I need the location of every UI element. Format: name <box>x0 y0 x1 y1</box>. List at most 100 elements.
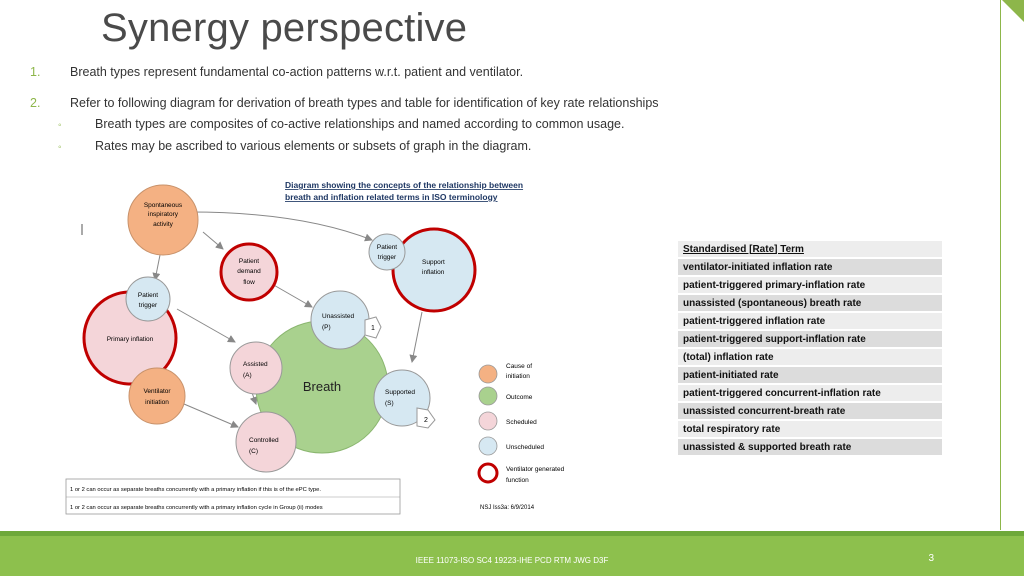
table-row: unassisted (spontaneous) breath rate <box>678 294 942 313</box>
table-row: patient-triggered support-inflation rate <box>678 330 942 349</box>
legend-scheduled-swatch <box>478 411 498 431</box>
table-cell: ventilator-initiated inflation rate <box>678 258 942 277</box>
legend-unscheduled-swatch <box>478 436 498 456</box>
support-inflation-label-2: inflation <box>422 269 445 276</box>
patient-demand-label-2: demand <box>237 268 261 275</box>
controlled-label-2: (C) <box>249 448 258 455</box>
patient-trigger-top-label-1: Patient <box>377 244 397 251</box>
arrow-vent-to-controlled <box>183 403 239 428</box>
table-row: patient-triggered inflation rate <box>678 312 942 331</box>
breath-concept-diagram: Diagram showing the concepts of the rela… <box>65 180 565 515</box>
callout-1-shape <box>364 316 382 339</box>
spontaneous-label-1: Spontaneous <box>144 202 183 209</box>
callout-1-label: 1 <box>371 325 375 332</box>
support-inflation-node <box>391 227 477 313</box>
diagram-legend: Cause of initiation Outcome Scheduled Un… <box>477 363 565 484</box>
footer-text: IEEE 11073-ISO SC4 19223-IHE PCD RTM JWG… <box>415 556 609 565</box>
patient-trigger-left-node <box>125 276 171 322</box>
table-header: Standardised [Rate] Term <box>678 241 942 259</box>
bullet-2: 2. Refer to following diagram for derivat… <box>30 96 659 110</box>
legend-outcome-label: Outcome <box>506 394 533 401</box>
legend-unscheduled-label: Unscheduled <box>506 444 544 451</box>
bullet-text: Breath types represent fundamental co-ac… <box>70 65 524 79</box>
subbullet-1: ◦ Breath types are composites of co-activ… <box>58 117 624 131</box>
arrow-spont-to-trigger <box>189 211 373 242</box>
table-row: unassisted & supported breath rate <box>678 438 942 457</box>
table-row: total respiratory rate <box>678 420 942 439</box>
spontaneous-label-2: inspiratory <box>148 211 179 218</box>
diagram-heading-line2: breath and inflation related terms in IS… <box>285 192 498 202</box>
legend-cause-label-1: Cause of <box>506 363 532 370</box>
subbullet-marker: ◦ <box>58 120 62 131</box>
table-cell: unassisted (spontaneous) breath rate <box>678 294 942 313</box>
diagram-heading-line1: Diagram showing the concepts of the rela… <box>285 180 523 190</box>
assisted-label-2: (A) <box>243 372 252 379</box>
controlled-node <box>235 411 297 473</box>
legend-cause-label-2: initiation <box>506 373 530 380</box>
subbullet-2: ◦ Rates may be ascribed to various elemen… <box>58 139 531 153</box>
spontaneous-label-3: activity <box>153 221 174 228</box>
slide-title: Synergy perspective <box>101 6 468 50</box>
notes-box <box>65 478 401 515</box>
footer-stripe <box>0 531 1024 536</box>
corner-triangle <box>1002 0 1024 22</box>
patient-demand-label-3: flow <box>243 279 255 286</box>
controlled-label-1: Controlled <box>249 437 279 444</box>
note-1: 1 or 2 can occur as separate breaths con… <box>70 487 321 493</box>
rate-terms-table: Standardised [Rate] Term ventilator-init… <box>678 241 942 457</box>
subbullet-text: Rates may be ascribed to various element… <box>95 139 532 153</box>
table-cell: unassisted concurrent-breath rate <box>678 402 942 421</box>
supported-node <box>373 369 431 427</box>
arrow-primary-to-assisted <box>176 308 236 343</box>
unassisted-label-2: (P) <box>322 324 331 331</box>
subbullet-marker: ◦ <box>58 142 62 153</box>
supported-label-2: (S) <box>385 400 394 407</box>
callout-2-shape <box>416 407 436 429</box>
table-header-row: Standardised [Rate] Term <box>678 241 942 259</box>
ventilator-initiation-label-1: Ventilator <box>143 388 171 395</box>
primary-inflation-label: Primary inflation <box>107 336 154 343</box>
table-row: patient-triggered primary-inflation rate <box>678 276 942 295</box>
bullet-text: Refer to following diagram for derivatio… <box>70 96 659 110</box>
patient-trigger-top-node <box>368 233 406 271</box>
page-number: 3 <box>928 553 934 564</box>
legend-ventilator-swatch <box>477 462 499 484</box>
bullet-number: 1. <box>30 65 41 79</box>
subbullet-text: Breath types are composites of co-active… <box>95 117 625 131</box>
table-cell: total respiratory rate <box>678 420 942 439</box>
callout-2-label: 2 <box>424 417 428 424</box>
support-inflation-label-1: Support <box>422 259 445 266</box>
unassisted-label-1: Unassisted <box>322 313 355 320</box>
bullet-1: 1. Breath types represent fundamental co-… <box>30 65 523 79</box>
table-cell: patient-triggered inflation rate <box>678 312 942 331</box>
diagram-signature: NSJ Iss3a: 6/9/2014 <box>480 505 535 511</box>
spontaneous-node <box>127 184 199 256</box>
patient-trigger-left-label-1: Patient <box>138 292 158 299</box>
table-cell: patient-triggered concurrent-inflation r… <box>678 384 942 403</box>
legend-ventilator-label-2: function <box>506 477 529 484</box>
table-row: ventilator-initiated inflation rate <box>678 258 942 277</box>
table-cell: unassisted & supported breath rate <box>678 438 942 457</box>
bullet-number: 2. <box>30 96 41 110</box>
table-cell: patient-initiated rate <box>678 366 942 385</box>
legend-outcome-swatch <box>478 386 498 406</box>
table-cell: (total) inflation rate <box>678 348 942 367</box>
legend-cause-swatch <box>478 364 498 384</box>
arrow-demand-to-unassisted <box>271 283 313 308</box>
patient-demand-label-1: Patient <box>239 258 259 265</box>
ventilator-initiation-label-2: initiation <box>145 399 169 406</box>
ventilator-initiation-node <box>128 367 186 425</box>
unassisted-node <box>310 290 370 350</box>
patient-demand-node <box>219 242 279 302</box>
table-cell: patient-triggered support-inflation rate <box>678 330 942 349</box>
legend-scheduled-label: Scheduled <box>506 419 537 426</box>
table-cell: patient-triggered primary-inflation rate <box>678 276 942 295</box>
legend-ventilator-label-1: Ventilator generated <box>506 466 565 473</box>
arrow-support-to-supported <box>409 311 423 363</box>
table-row: unassisted concurrent-breath rate <box>678 402 942 421</box>
table-row: patient-initiated rate <box>678 366 942 385</box>
assisted-label-1: Assisted <box>243 361 268 368</box>
patient-trigger-left-label-2: trigger <box>139 302 158 309</box>
table-row: patient-triggered concurrent-inflation r… <box>678 384 942 403</box>
footer-bar <box>0 536 1024 576</box>
